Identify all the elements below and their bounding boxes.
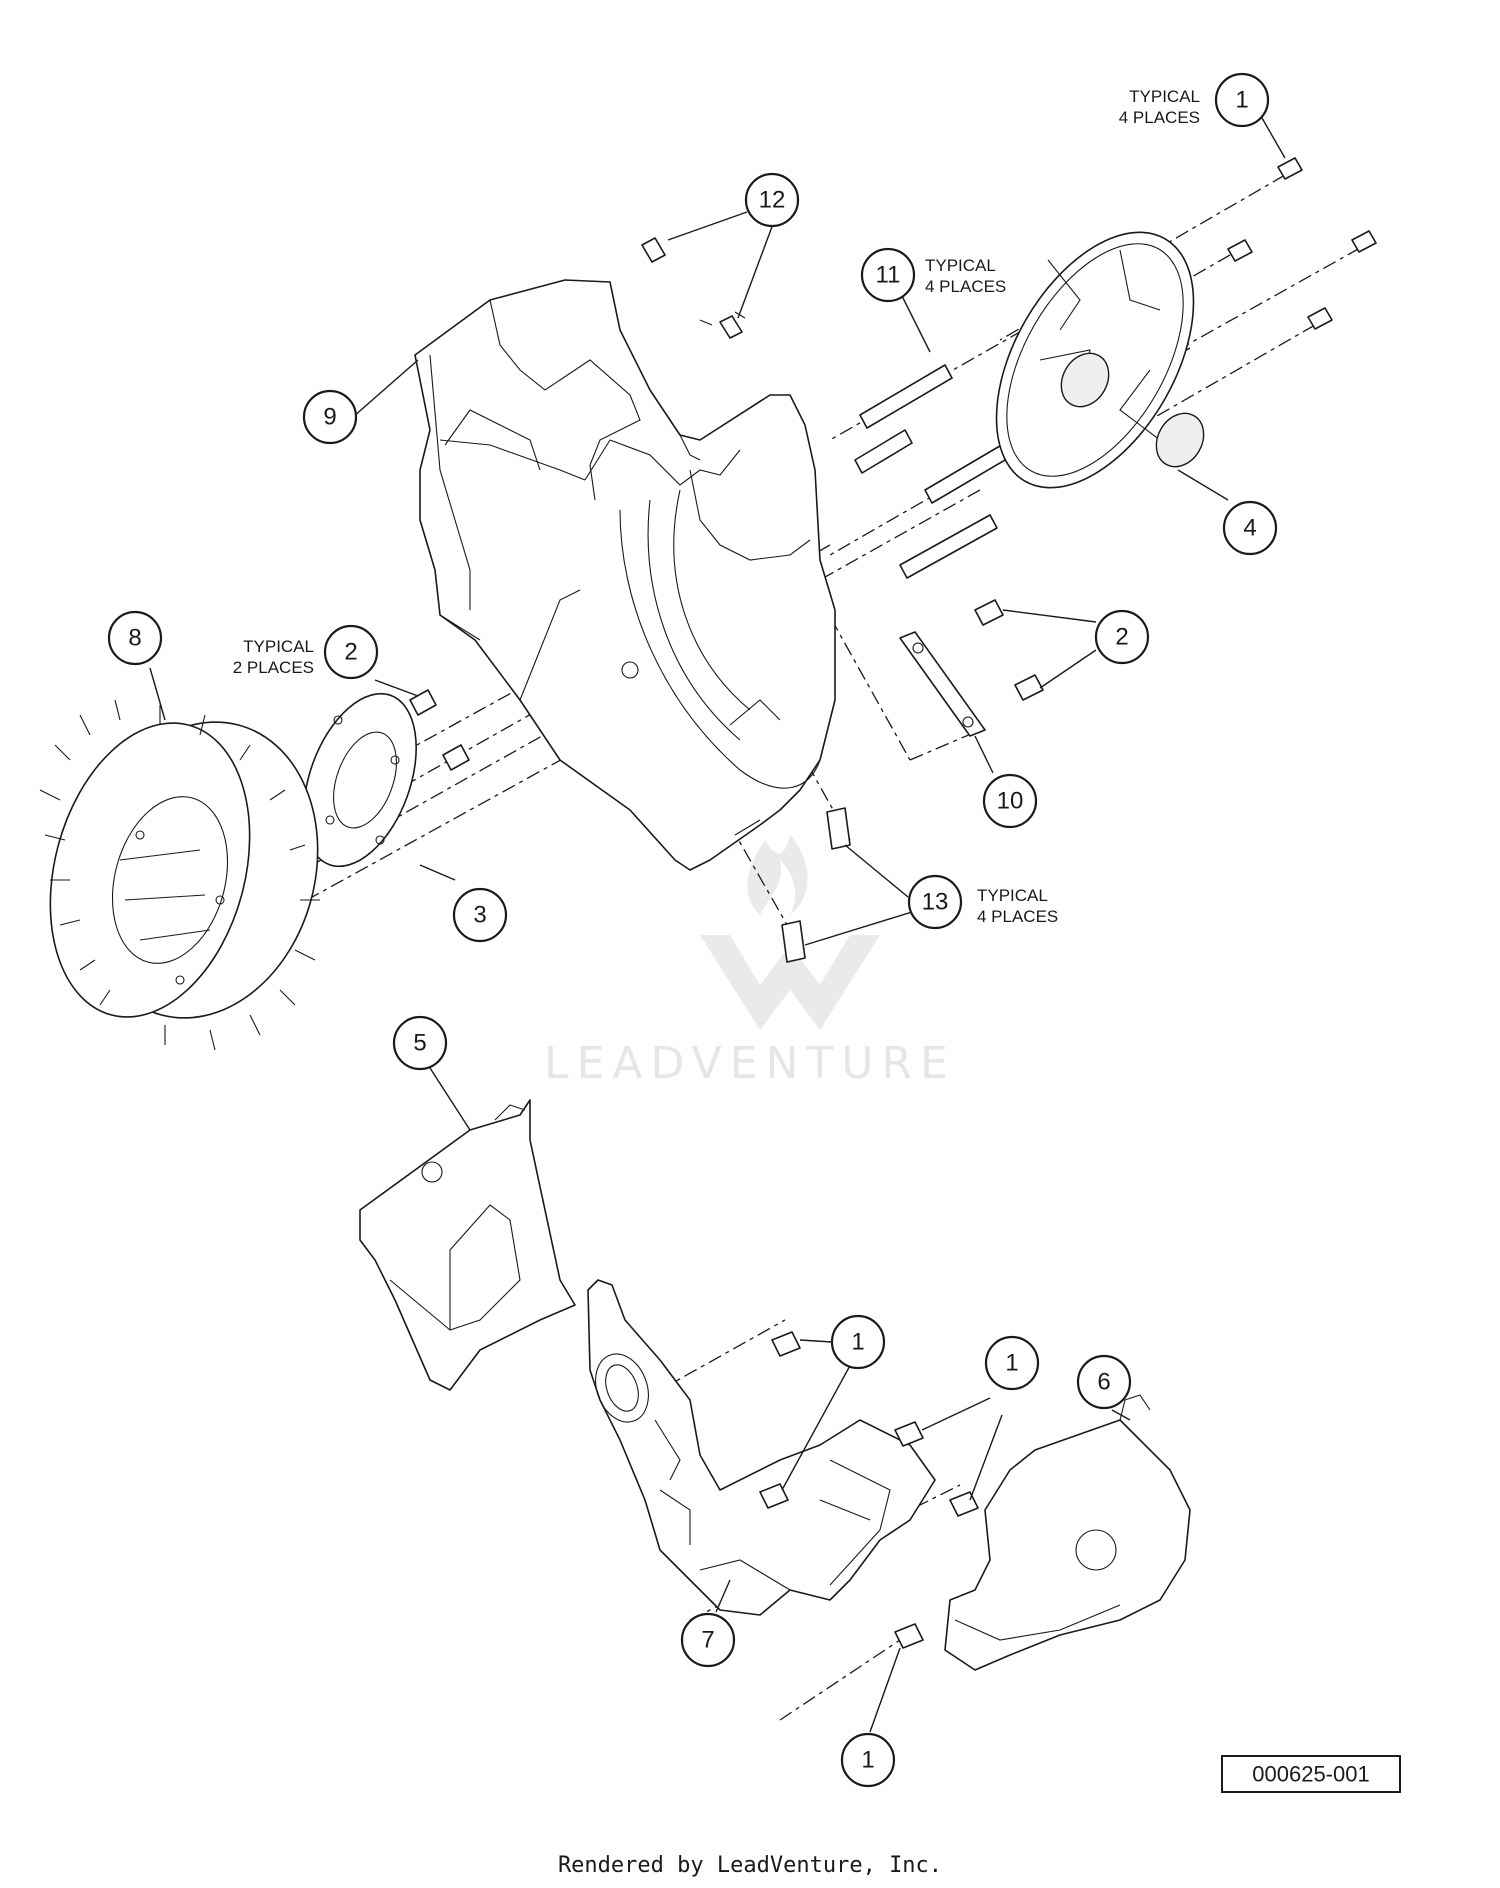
note-typical: TYPICAL <box>977 886 1048 905</box>
callout-number: 13 <box>922 889 949 916</box>
callout-7: 7 <box>680 1612 736 1668</box>
note-places: 4 PLACES <box>977 907 1058 926</box>
part-9-blower-housing <box>414 279 836 871</box>
callout-1-mid-right: 1 <box>984 1335 1040 1391</box>
callout-8: 8 <box>107 610 163 666</box>
callout-4: 4 <box>1222 500 1278 556</box>
part-8-flywheel <box>39 699 320 1051</box>
callout-number: 7 <box>701 1627 714 1654</box>
note-typical: TYPICAL <box>243 637 314 656</box>
note-typical-4-places-1: TYPICAL 4 PLACES <box>1119 87 1200 127</box>
watermark: LEADVENTURE <box>544 835 956 1089</box>
callout-number: 1 <box>861 1747 874 1774</box>
callout-9: 9 <box>302 389 358 445</box>
callout-number: 6 <box>1097 1369 1110 1396</box>
callout-13: 13 <box>907 874 963 930</box>
callout-6: 6 <box>1076 1354 1132 1410</box>
note-typical: TYPICAL <box>925 256 996 275</box>
note-typical-4-places-13: TYPICAL 4 PLACES <box>977 886 1058 926</box>
note-places: 2 PLACES <box>233 658 314 677</box>
callout-number: 5 <box>413 1030 426 1057</box>
part-4-screen <box>995 231 1205 489</box>
callout-number: 9 <box>323 404 336 431</box>
part-10-bracket <box>899 631 986 737</box>
callout-number: 1 <box>1005 1350 1018 1377</box>
callout-12: 12 <box>744 172 800 228</box>
watermark-logo-icon <box>700 835 880 1030</box>
callout-number: 2 <box>344 639 357 666</box>
note-typical-4-places-11: TYPICAL 4 PLACES <box>925 256 1006 296</box>
callout-number: 3 <box>473 902 486 929</box>
callout-number: 4 <box>1243 515 1256 542</box>
screen-mesh-icon <box>1060 352 1205 468</box>
watermark-text: LEADVENTURE <box>544 1038 956 1089</box>
part-3-hub <box>303 692 417 868</box>
part-7-bracket-plate <box>587 1279 936 1616</box>
note-typical-2-places-2: TYPICAL 2 PLACES <box>233 637 314 677</box>
part-5-shroud <box>359 1099 576 1391</box>
note-typical: TYPICAL <box>1129 87 1200 106</box>
callout-11: 11 <box>860 247 916 303</box>
callout-number: 11 <box>876 262 901 289</box>
callout-number: 8 <box>128 625 141 652</box>
reference-number-box: 000625-001 <box>1221 1755 1401 1793</box>
callout-number: 1 <box>851 1329 864 1356</box>
part-2-screws <box>409 599 1044 771</box>
footer-credit: Rendered by LeadVenture, Inc. <box>558 1853 942 1878</box>
note-places: 4 PLACES <box>1119 108 1200 127</box>
callout-3: 3 <box>452 887 508 943</box>
callout-10: 10 <box>982 773 1038 829</box>
part-6-cover <box>944 1394 1191 1671</box>
part-1-screws-upper <box>1227 157 1377 330</box>
part-11-standoffs <box>854 364 1018 579</box>
callout-1-mid-left: 1 <box>830 1314 886 1370</box>
callout-number: 10 <box>997 788 1024 815</box>
note-places: 4 PLACES <box>925 277 1006 296</box>
callout-2-left: 2 <box>323 624 379 680</box>
callout-number: 12 <box>759 187 786 214</box>
part-13-screws <box>781 807 851 963</box>
callout-number: 2 <box>1115 624 1128 651</box>
callout-1-top: 1 <box>1214 72 1270 128</box>
reference-number: 000625-001 <box>1252 1762 1369 1787</box>
callout-1-bottom: 1 <box>840 1732 896 1788</box>
callout-number: 1 <box>1235 87 1248 114</box>
callout-2-right: 2 <box>1094 609 1150 665</box>
leader-lines <box>149 117 1286 1733</box>
callout-5: 5 <box>392 1015 448 1071</box>
part-12-clips <box>641 237 743 339</box>
